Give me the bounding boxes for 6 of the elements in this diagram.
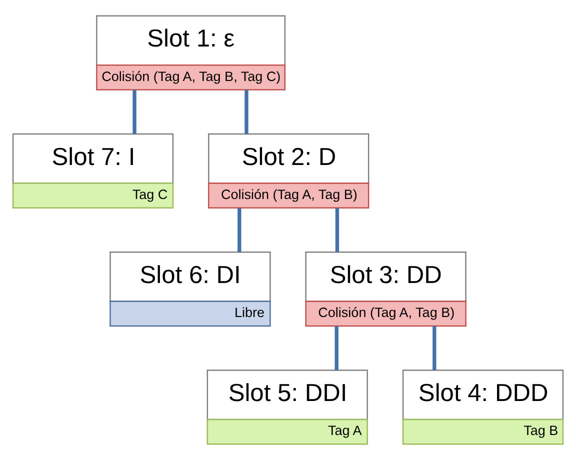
connector xyxy=(334,326,338,370)
connector xyxy=(335,208,340,252)
connector xyxy=(244,89,248,134)
connector xyxy=(132,89,136,134)
connector xyxy=(432,326,436,370)
connector xyxy=(238,208,242,252)
